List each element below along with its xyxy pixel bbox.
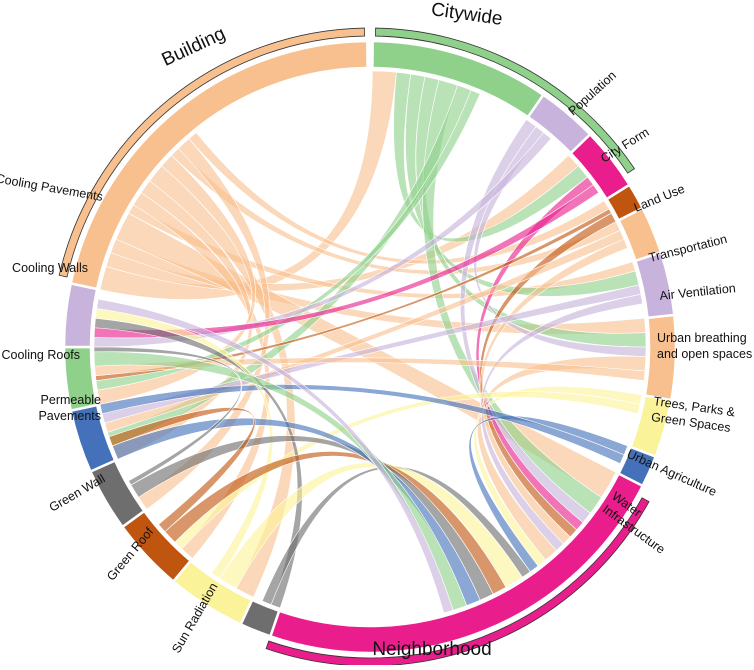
segment-label: Cooling Roofs — [1, 348, 80, 362]
segment-label: Cooling Pavements — [0, 171, 104, 204]
chord-ribbons — [93, 70, 647, 614]
group-arc — [58, 27, 365, 278]
segment-label: Land Use — [632, 182, 687, 215]
group-arc — [375, 27, 636, 174]
group-label: Citywide — [430, 0, 504, 30]
segment-label: Transportation — [647, 232, 728, 265]
ring-segment — [69, 39, 369, 291]
chord-ribbon — [108, 407, 256, 533]
chord-ribbon — [479, 212, 617, 538]
chord-ribbon — [138, 138, 271, 510]
chord-ribbon — [93, 184, 600, 339]
group-arc — [265, 497, 650, 667]
chord-ribbon — [164, 451, 507, 595]
chord-ribbon — [93, 346, 243, 486]
chord-ribbon — [479, 238, 629, 545]
chord-ribbon — [111, 417, 481, 606]
chord-ribbon — [133, 192, 271, 559]
chord-ribbon — [95, 208, 612, 381]
chord-ribbon — [95, 89, 481, 391]
chord-ribbon — [219, 462, 523, 589]
chord-ribbon — [99, 384, 625, 465]
chord-ribbon — [96, 298, 454, 614]
group-label: Neighborhood — [372, 639, 491, 660]
ring-segment — [62, 281, 99, 349]
chord-ribbon — [101, 284, 642, 424]
segment-label: Population — [566, 68, 619, 118]
group-arcs — [58, 27, 650, 667]
chord-ribbon — [393, 71, 588, 243]
chord-ribbon — [104, 229, 625, 433]
segment-label: Cooling Walls — [12, 261, 88, 275]
segment-ring — [62, 39, 678, 655]
chord-ribbon — [261, 466, 531, 606]
chord-ribbon — [188, 132, 610, 265]
segment-label: Green Wall — [47, 471, 108, 514]
group-label: Building — [159, 23, 229, 71]
chord-ribbon — [130, 435, 494, 601]
